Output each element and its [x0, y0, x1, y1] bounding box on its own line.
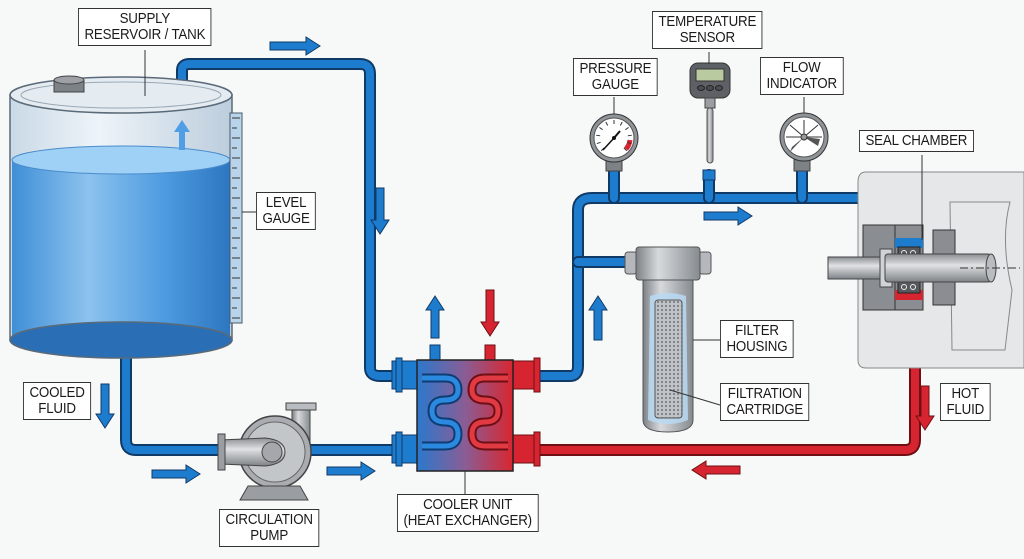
flow-arrow-cooled-down — [95, 383, 115, 429]
label-line: FLUID — [946, 402, 985, 418]
label-line: SEAL CHAMBER — [865, 133, 968, 149]
pressure-tick — [596, 141, 601, 145]
label-filter-housing: FILTER HOUSING — [720, 320, 794, 358]
label-line: SUPPLY — [119, 11, 171, 27]
label-line: INDICATOR — [766, 76, 837, 92]
flow-arrow-pump-out — [326, 461, 376, 481]
label-line: TEMPERATURE — [658, 14, 757, 30]
label-cooled-fluid: COOLED FLUID — [23, 382, 92, 420]
label-line: SENSOR — [679, 30, 735, 46]
filtration-cartridge — [654, 299, 683, 419]
label-line: HOT — [951, 386, 980, 402]
label-supply-tank: SUPPLY RESERVOIR / TANK — [78, 8, 212, 46]
label-line: CARTRIDGE — [726, 402, 804, 418]
label-line: LEVEL — [265, 195, 307, 211]
pressure-gauge — [589, 113, 639, 172]
pressure-tick — [619, 121, 623, 126]
label-line: FILTRATION — [727, 386, 802, 402]
label-filtration-cartridge: FILTRATION CARTRIDGE — [720, 383, 810, 421]
flow-arrow-top-right — [269, 36, 321, 56]
pressure-tick — [625, 127, 629, 131]
flow-arrows — [95, 36, 935, 484]
label-line: FLOW — [782, 60, 821, 76]
pressure-tick — [627, 134, 632, 137]
level-gauge — [229, 112, 243, 324]
hot-pipes — [528, 300, 921, 456]
pressure-tick — [627, 141, 632, 145]
supply-tank — [9, 75, 233, 359]
label-line: HOUSING — [726, 339, 788, 355]
label-line: COOLED — [29, 385, 85, 401]
label-pressure-gauge: PRESSURE GAUGE — [573, 58, 658, 96]
pressure-tick — [596, 134, 601, 137]
cool-pipes — [120, 58, 921, 456]
label-line: GAUGE — [591, 77, 640, 93]
label-line: FLUID — [38, 401, 76, 417]
flow-arrow-hx-up — [425, 295, 445, 339]
pressure-tick — [599, 127, 603, 131]
flow-arrow-pump-in — [151, 464, 201, 484]
flow-arrow-filter-up — [588, 295, 608, 341]
label-line: GAUGE — [262, 211, 310, 227]
seal-chamber — [827, 171, 1024, 369]
label-temperature-sensor: TEMPERATURE SENSOR — [652, 11, 763, 49]
label-hot-fluid: HOT FLUID — [940, 383, 991, 421]
label-line: PRESSURE — [579, 61, 652, 77]
label-circulation-pump: CIRCULATION PUMP — [219, 509, 320, 547]
label-line: FILTER — [734, 323, 779, 339]
label-line: RESERVOIR / TANK — [84, 27, 206, 43]
flow-indicator — [779, 112, 829, 172]
filter-housing — [624, 246, 712, 433]
label-flow-indicator: FLOW INDICATOR — [760, 57, 844, 95]
flow-arrow-down-left — [370, 187, 390, 235]
leader-lines — [144, 50, 923, 494]
temperature-sensor — [689, 62, 731, 181]
label-line: CIRCULATION — [225, 512, 313, 528]
pressure-tick — [623, 147, 628, 152]
label-level-gauge: LEVEL GAUGE — [256, 192, 317, 230]
cooler-unit — [391, 344, 541, 472]
pressure-tick — [605, 121, 609, 126]
label-line: PUMP — [250, 528, 289, 544]
label-line: (HEAT EXCHANGER) — [403, 513, 532, 529]
flow-arrow-hot-down — [915, 385, 935, 431]
label-seal-chamber: SEAL CHAMBER — [859, 130, 974, 152]
circulation-pump — [217, 402, 317, 501]
flow-arrow-return-left — [691, 460, 741, 480]
label-cooler-unit: COOLER UNIT (HEAT EXCHANGER) — [397, 494, 539, 532]
flow-arrow-hx-down — [480, 289, 500, 337]
label-line: COOLER UNIT — [423, 497, 513, 513]
flow-arrow-header-right — [703, 206, 753, 226]
